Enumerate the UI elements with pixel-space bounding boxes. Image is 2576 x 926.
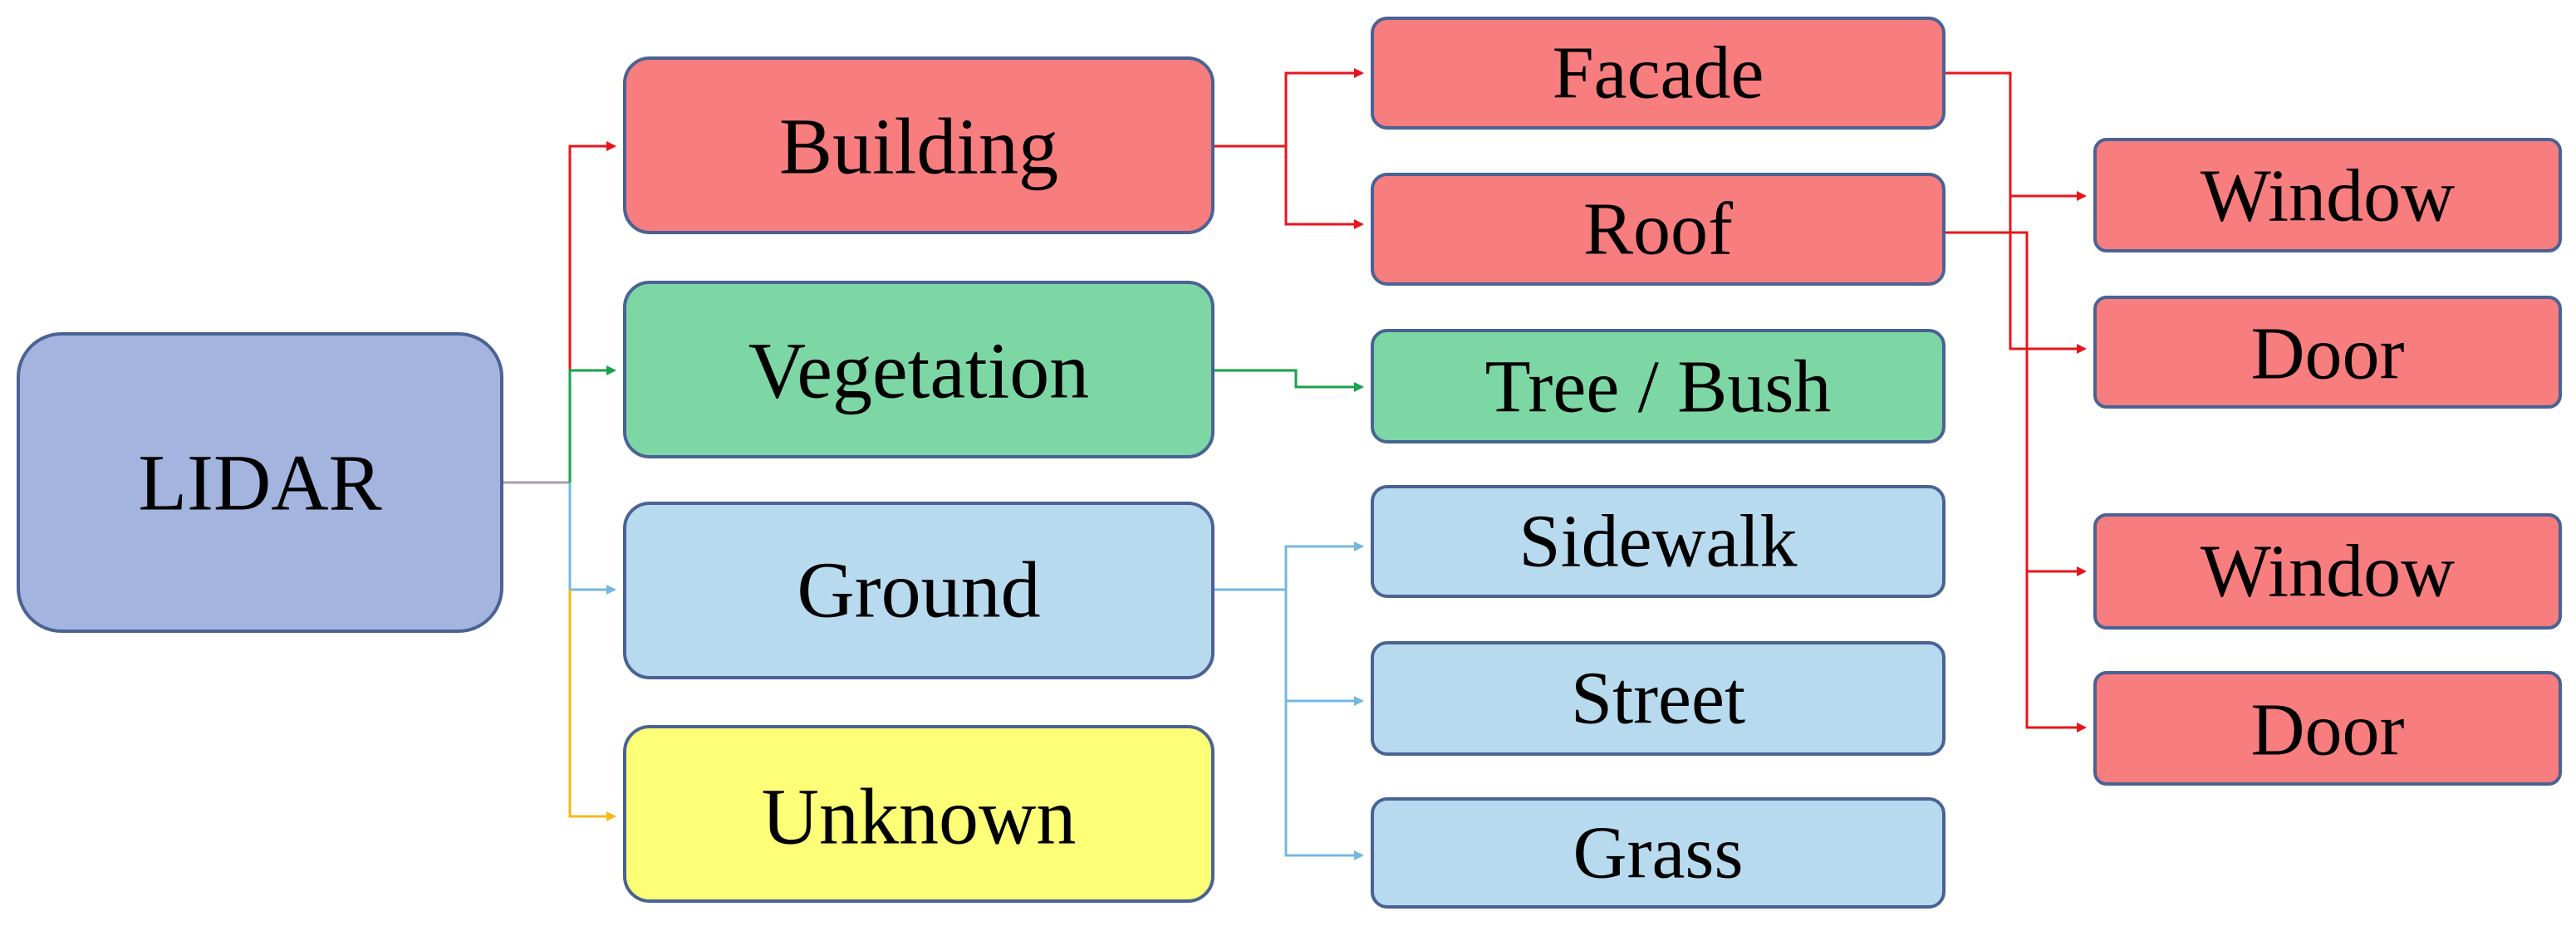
ground-connectors xyxy=(1213,541,1364,860)
node-roof-window-box xyxy=(2093,513,2562,630)
node-sidewalk-box xyxy=(1371,485,1945,598)
node-roof-window: Window xyxy=(2093,513,2562,630)
root-connectors xyxy=(502,141,616,821)
node-lidar-label: LIDAR xyxy=(138,439,381,527)
node-facade-door-box xyxy=(2093,296,2562,409)
node-facade-window-label: Window xyxy=(2201,155,2455,238)
node-unknown-label: Unknown xyxy=(762,772,1077,861)
connector-facade-window xyxy=(1944,71,2087,201)
connector-vegetation xyxy=(568,365,616,483)
node-facade-window: Window xyxy=(2093,138,2562,252)
node-street-box xyxy=(1371,641,1945,756)
connector-building xyxy=(568,141,616,483)
node-grass-label: Grass xyxy=(1573,812,1744,894)
roof-connectors xyxy=(1944,231,2087,732)
node-roof-label: Roof xyxy=(1583,189,1733,271)
node-facade-box xyxy=(1371,17,1945,130)
node-facade-window-box xyxy=(2093,138,2562,252)
node-building-label: Building xyxy=(779,102,1058,191)
node-treebush: Tree / Bush xyxy=(1371,329,1945,443)
connector-roof-window xyxy=(1944,231,2087,576)
node-grass: Grass xyxy=(1371,797,1945,909)
connector-street xyxy=(1284,590,1364,706)
connector-facade xyxy=(1284,68,1364,146)
node-roof-window-label: Window xyxy=(2201,531,2455,613)
connector-sidewalk xyxy=(1284,541,1364,590)
node-ground-box xyxy=(623,502,1214,679)
connector-roof xyxy=(1284,146,1364,229)
node-facade-door-label: Door xyxy=(2251,313,2405,395)
node-roof-door: Door xyxy=(2093,671,2562,786)
node-building-box xyxy=(623,56,1214,234)
connector-ground xyxy=(568,483,616,595)
connector-roof-door xyxy=(2025,571,2087,732)
node-grass-box xyxy=(1371,797,1945,909)
node-facade-door: Door xyxy=(2093,296,2562,409)
node-treebush-box xyxy=(1371,329,1945,443)
node-street: Street xyxy=(1371,641,1945,756)
connector-grass xyxy=(1284,701,1364,860)
node-ground-label: Ground xyxy=(797,546,1040,634)
node-vegetation: Vegetation xyxy=(623,281,1214,458)
node-lidar: LIDAR xyxy=(17,332,503,633)
node-ground: Ground xyxy=(623,502,1214,679)
node-facade-label: Facade xyxy=(1553,32,1764,115)
node-roof-door-box xyxy=(2093,671,2562,786)
node-sidewalk: Sidewalk xyxy=(1371,485,1945,598)
node-roof: Roof xyxy=(1371,173,1945,286)
node-vegetation-label: Vegetation xyxy=(748,326,1090,415)
node-roof-door-label: Door xyxy=(2251,689,2405,772)
node-unknown: Unknown xyxy=(623,725,1214,903)
node-roof-box xyxy=(1371,173,1945,286)
vegetation-connectors xyxy=(1213,369,1364,392)
facade-connectors xyxy=(1944,71,2087,354)
connector-facade-door xyxy=(2009,196,2087,354)
connector-unknown xyxy=(568,590,616,821)
connector-treebush xyxy=(1213,369,1364,392)
node-street-label: Street xyxy=(1571,658,1745,740)
node-treebush-label: Tree / Bush xyxy=(1485,346,1832,429)
node-facade: Facade xyxy=(1371,17,1945,130)
node-unknown-box xyxy=(623,725,1214,903)
building-connectors xyxy=(1213,68,1364,229)
node-sidewalk-label: Sidewalk xyxy=(1519,501,1798,583)
node-vegetation-box xyxy=(623,281,1214,458)
node-building: Building xyxy=(623,56,1214,234)
node-lidar-box xyxy=(17,332,503,633)
